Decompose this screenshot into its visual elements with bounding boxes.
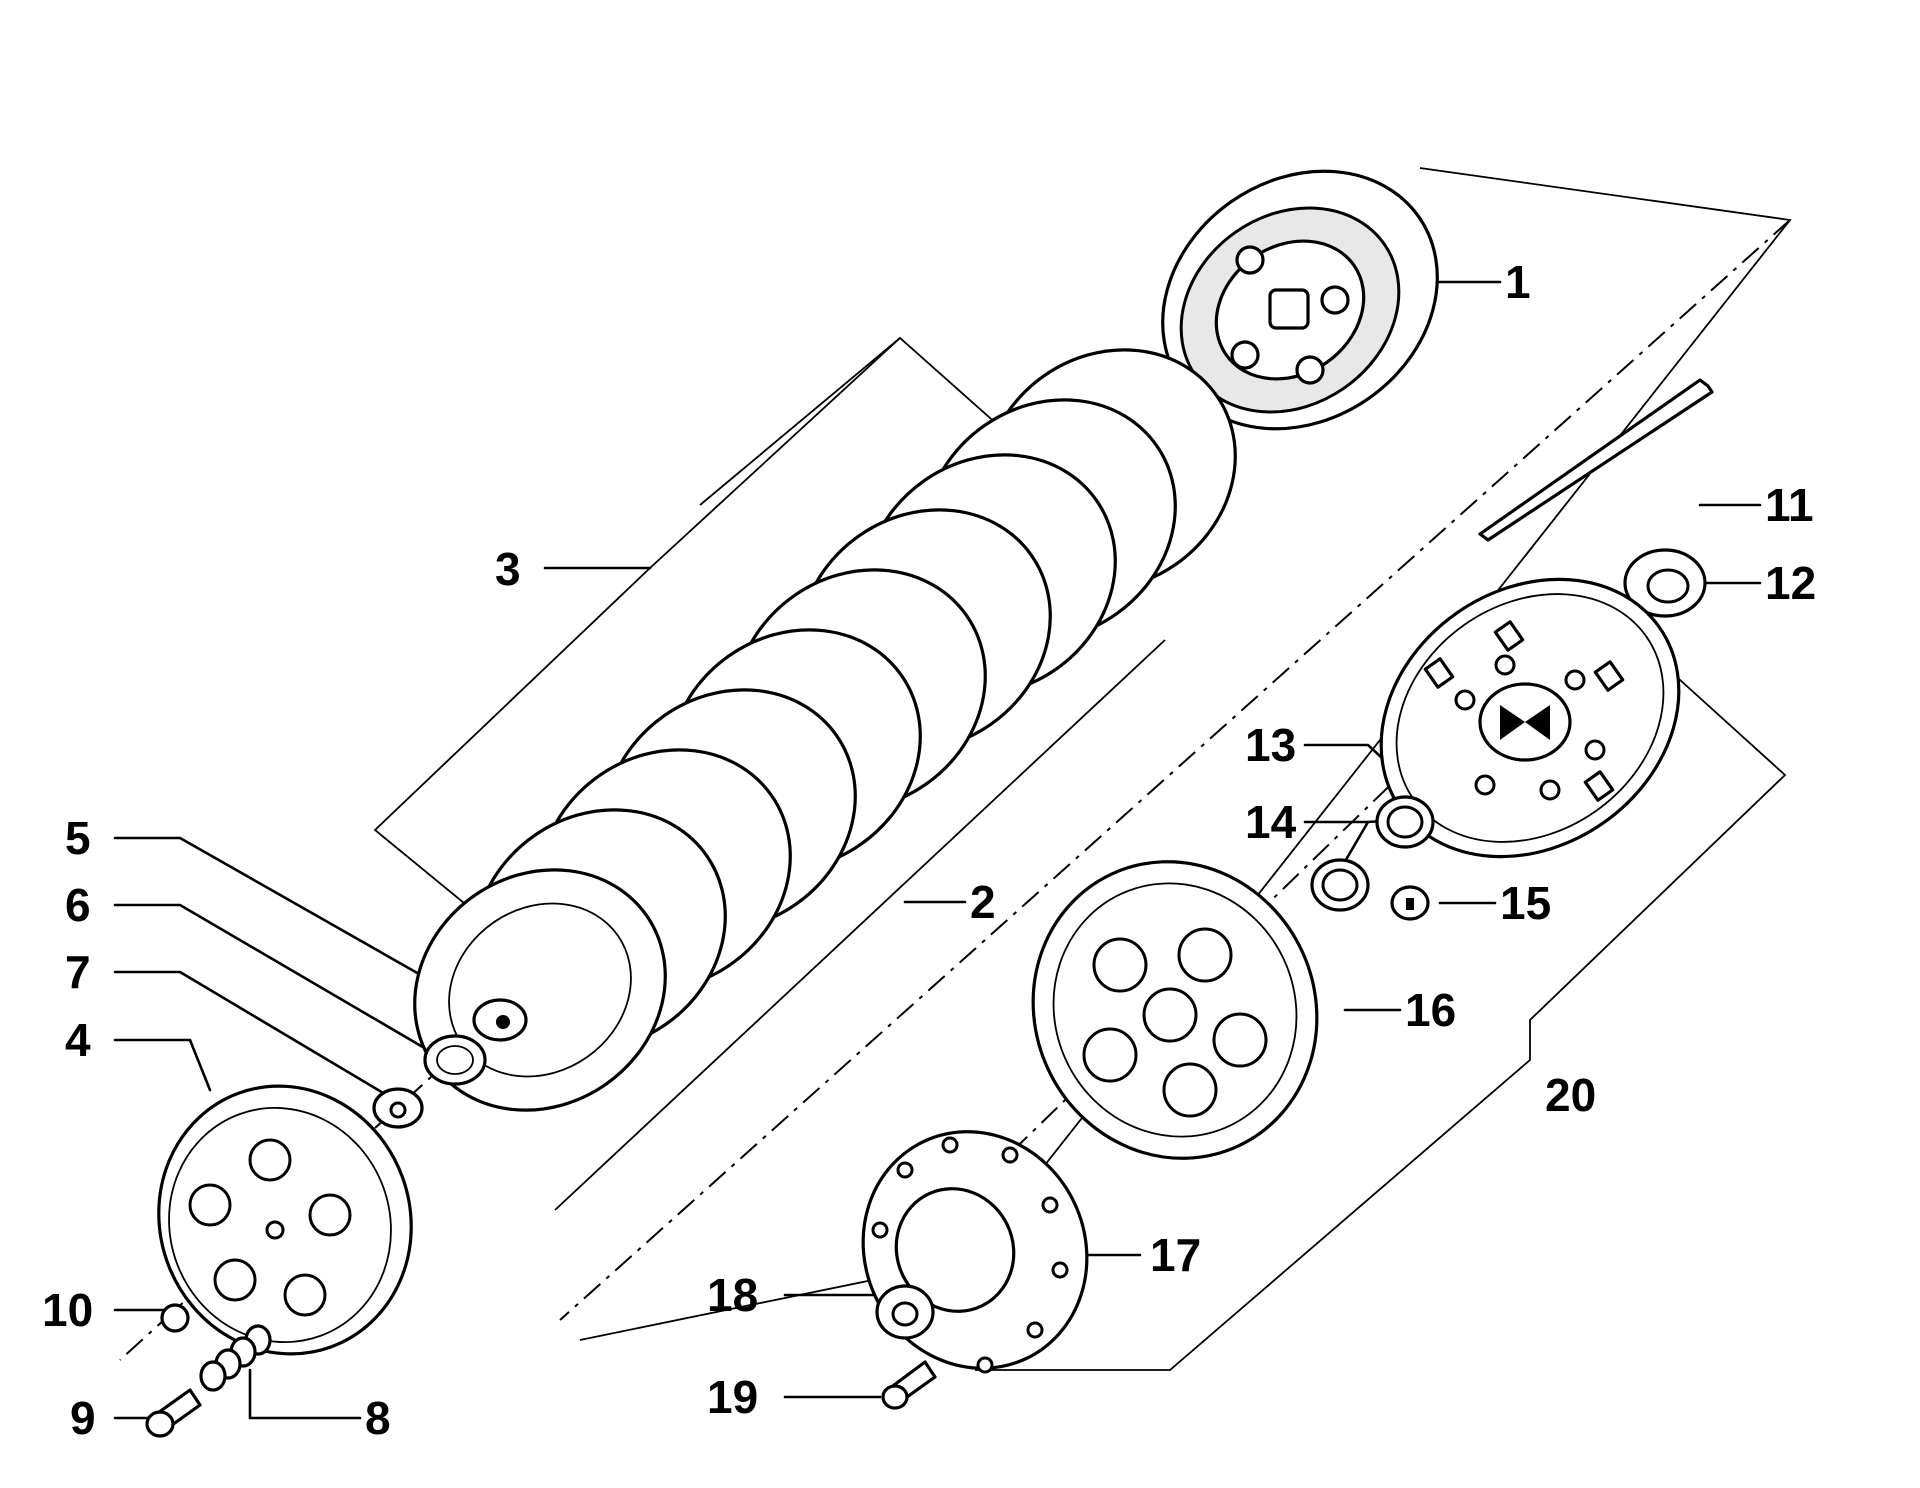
callout-5: 5 xyxy=(65,812,91,864)
callout-3: 3 xyxy=(495,543,521,595)
callout-10: 10 xyxy=(42,1284,93,1336)
callout-11: 11 xyxy=(1765,479,1814,531)
callout-15: 15 xyxy=(1500,877,1551,929)
pushrod-and-ring xyxy=(1478,378,1714,618)
clutch-hub-part xyxy=(1161,169,1439,431)
clutch-basket-part xyxy=(1031,860,1319,1160)
callout-20: 20 xyxy=(1545,1069,1596,1121)
callout-8: 8 xyxy=(365,1392,391,1444)
callout-18: 18 xyxy=(707,1269,758,1321)
callout-labels: 1 2 3 4 5 6 7 8 9 10 11 12 13 14 15 16 1… xyxy=(42,256,1816,1444)
callout-17: 17 xyxy=(1150,1229,1201,1281)
callout-6: 6 xyxy=(65,879,91,931)
screws-springs xyxy=(145,1303,272,1438)
callout-9: 9 xyxy=(70,1392,96,1444)
callout-4: 4 xyxy=(65,1014,91,1066)
plate-washer-bolt xyxy=(861,1130,1089,1410)
clutch-plates-stack xyxy=(413,348,1237,1112)
callout-12: 12 xyxy=(1765,557,1816,609)
callout-14: 14 xyxy=(1245,796,1297,848)
callout-2: 2 xyxy=(970,876,996,928)
small-parts-left xyxy=(372,998,528,1129)
pressure-plate-part xyxy=(157,1084,413,1356)
callout-16: 16 xyxy=(1405,984,1456,1036)
callout-1: 1 xyxy=(1505,256,1531,308)
callout-7: 7 xyxy=(65,946,91,998)
leader-lines xyxy=(113,167,1792,1420)
callout-19: 19 xyxy=(707,1371,758,1423)
needle-bearings xyxy=(1310,795,1435,921)
driven-gear-part xyxy=(1379,577,1681,859)
callout-13: 13 xyxy=(1245,719,1296,771)
